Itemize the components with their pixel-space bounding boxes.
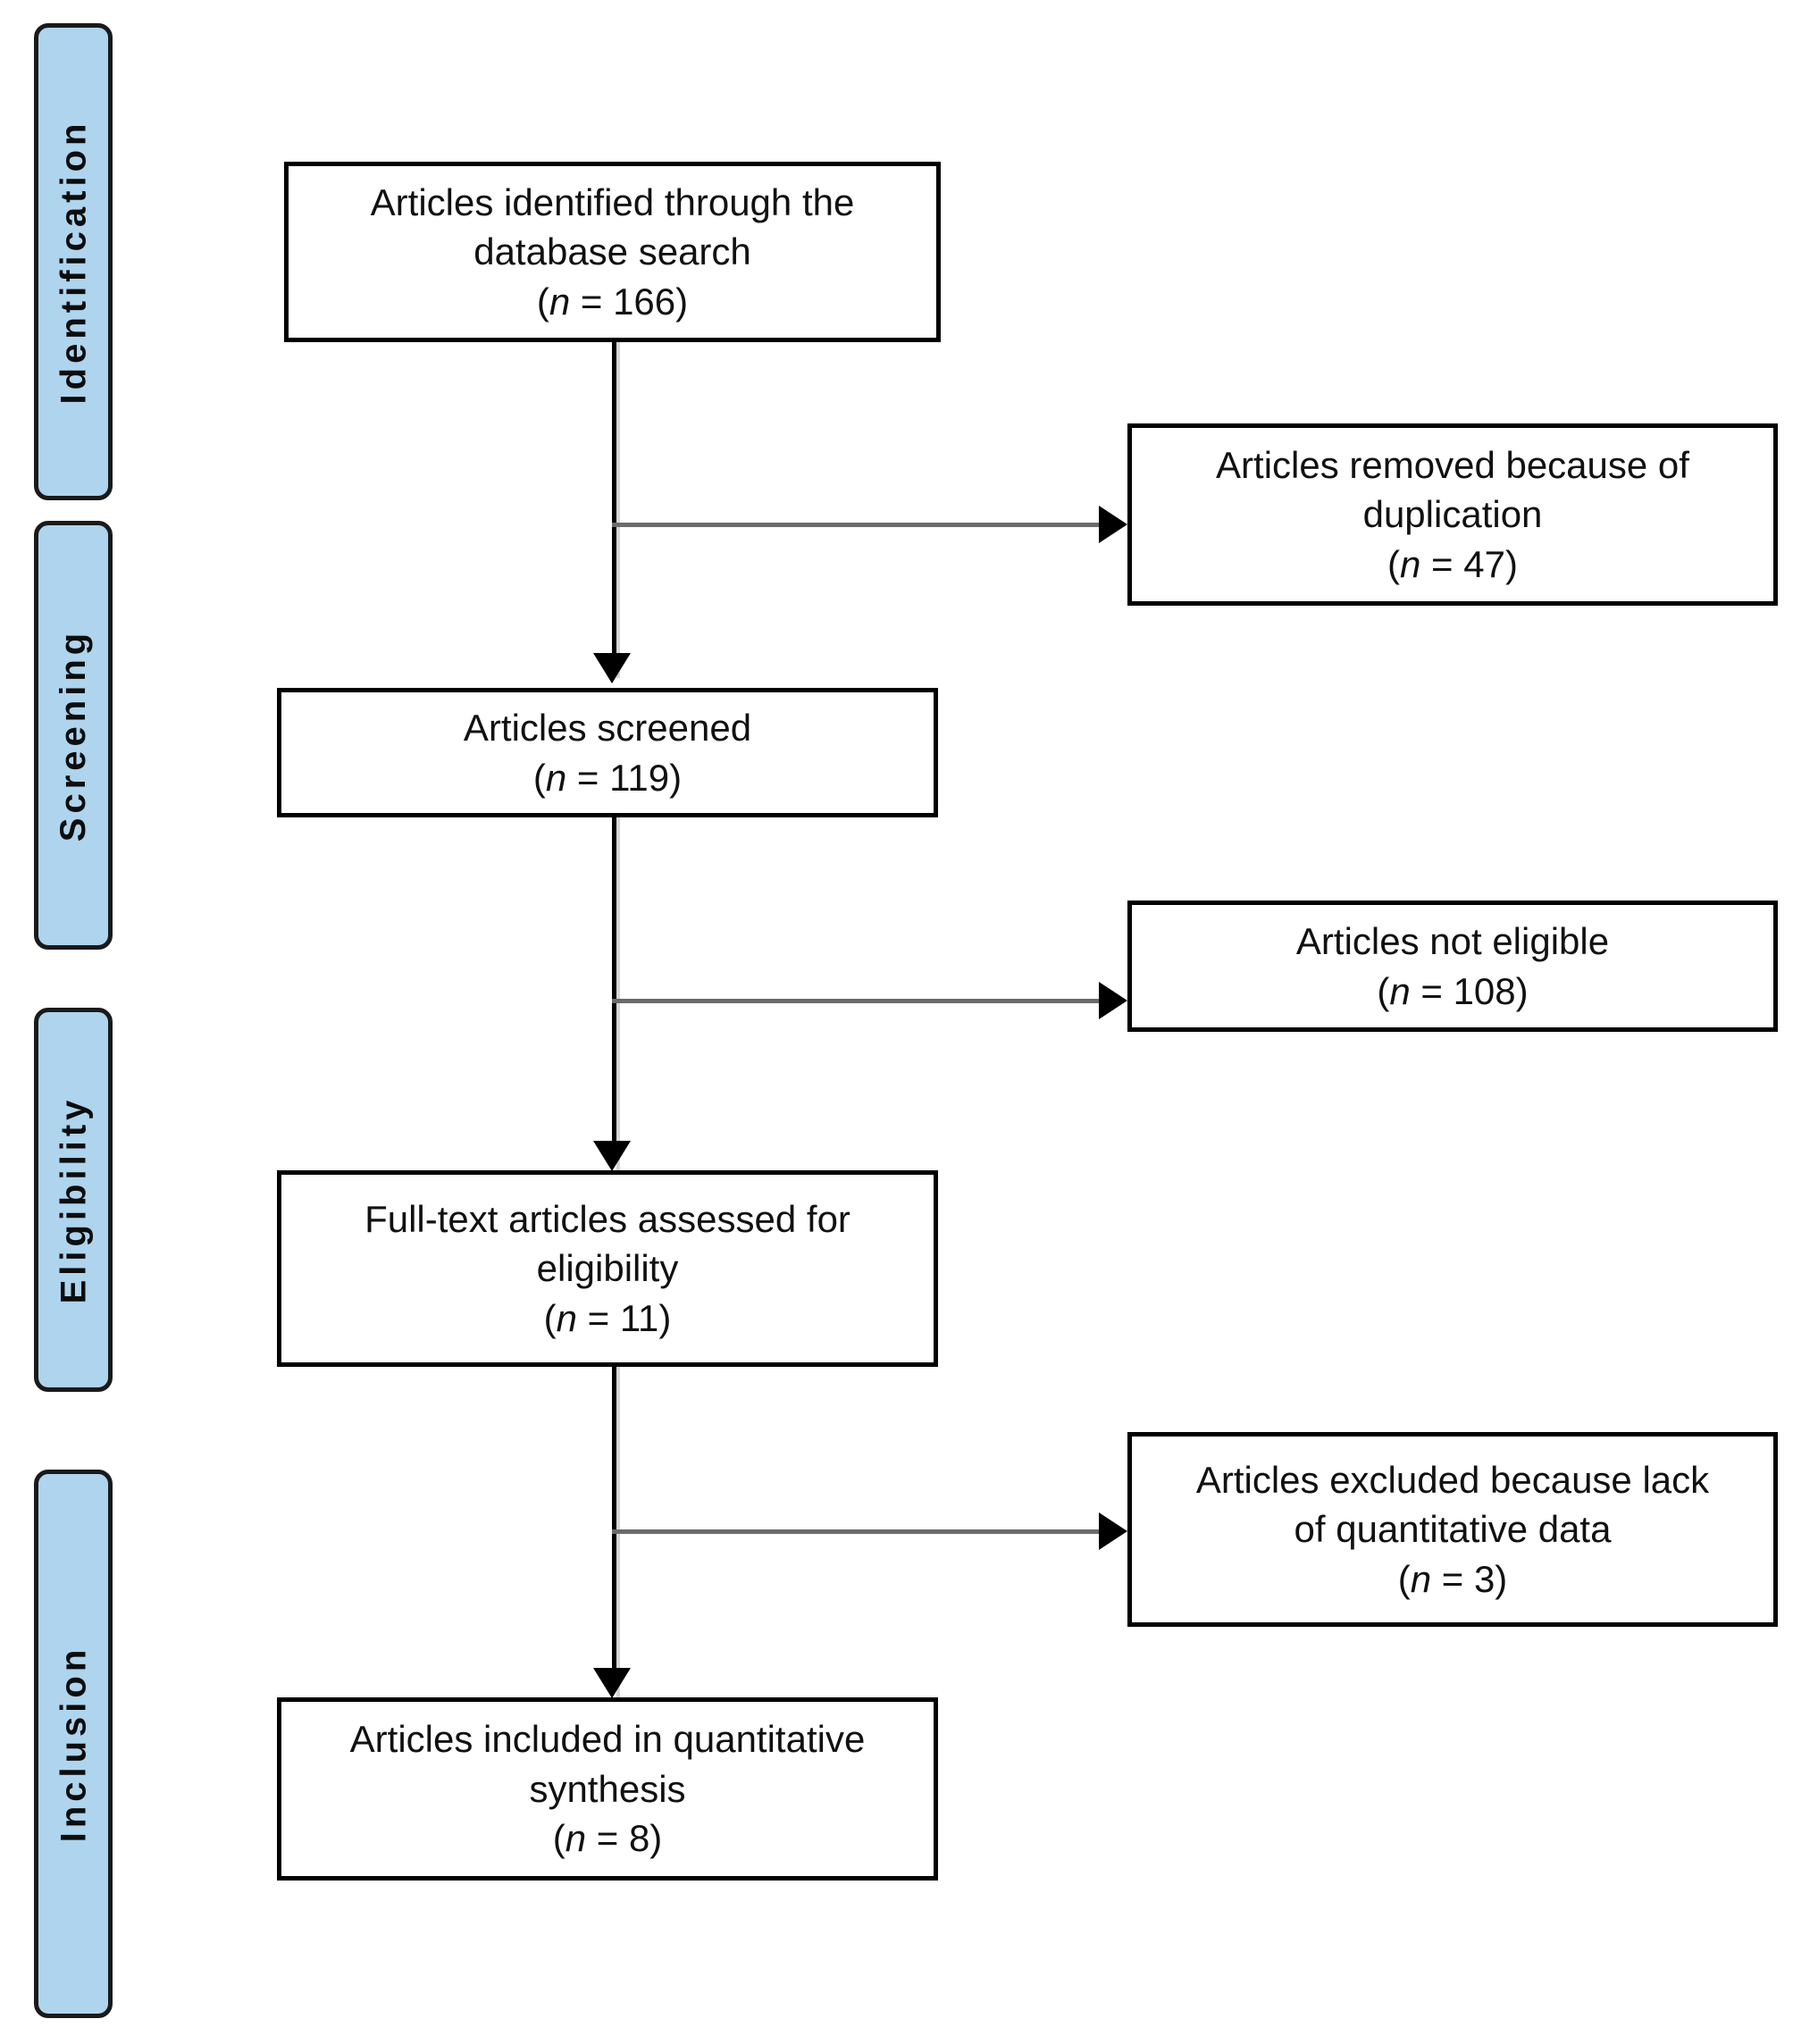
count-open-paren: ( <box>536 280 549 323</box>
box-articles-screened-line-1: Articles screened <box>463 707 752 750</box>
arrowhead-to-included <box>593 1668 631 1698</box>
box-articles-excluded-line-2: of quantitative data <box>1294 1508 1612 1551</box>
arrowhead-to-removed-duplication <box>1099 506 1127 543</box>
count-close-paren: ) <box>669 756 683 799</box>
branch-to-not-eligible <box>612 999 1099 1003</box>
spine-shadow-2 <box>616 817 620 1170</box>
box-articles-excluded-count: (n = 3) <box>1398 1554 1508 1604</box>
arrowhead-to-screened <box>593 653 631 683</box>
box-articles-included: Articles included in quantitative synthe… <box>277 1697 938 1881</box>
arrowhead-to-fulltext <box>593 1141 631 1171</box>
count-open-paren: ( <box>532 756 546 799</box>
count-open-paren: ( <box>543 1296 557 1339</box>
count-close-paren: ) <box>658 1296 672 1339</box>
count-value: 47 <box>1463 542 1505 585</box>
count-equals: = <box>570 280 614 323</box>
count-n-symbol: n <box>565 1817 587 1860</box>
count-equals: = <box>1420 542 1464 585</box>
box-full-text-assessed-count: (n = 11) <box>544 1294 672 1343</box>
stage-identification-label: Identification <box>54 119 94 405</box>
stage-inclusion-label: Inclusion <box>54 1645 94 1843</box>
branch-to-excluded-lack-quantitative <box>612 1529 1099 1534</box>
count-open-paren: ( <box>552 1817 566 1860</box>
box-articles-excluded-lack-quantitative: Articles excluded because lack of quanti… <box>1127 1432 1778 1627</box>
stage-eligibility-label: Eligibility <box>54 1095 94 1304</box>
count-value: 11 <box>619 1296 659 1339</box>
count-equals: = <box>1410 969 1454 1012</box>
count-open-paren: ( <box>1377 969 1390 1012</box>
arrowhead-to-not-eligible <box>1099 982 1127 1019</box>
spine-fulltext-to-included <box>612 1367 616 1668</box>
spine-shadow-1 <box>616 342 620 678</box>
count-value: 166 <box>613 280 676 323</box>
box-articles-not-eligible: Articles not eligible (n = 108) <box>1127 901 1778 1032</box>
stage-screening-label: Screening <box>54 628 93 842</box>
count-open-paren: ( <box>1397 1557 1411 1600</box>
box-removed-duplication: Articles removed because of duplication … <box>1127 423 1778 606</box>
box-articles-included-line-2: synthesis <box>529 1767 686 1810</box>
box-articles-identified-count: (n = 166) <box>537 277 688 326</box>
box-articles-identified-line-2: database search <box>473 230 751 273</box>
box-articles-included-line-1: Articles included in quantitative <box>349 1718 866 1761</box>
box-full-text-assessed: Full-text articles assessed for eligibil… <box>277 1170 938 1367</box>
count-n-symbol: n <box>1389 969 1411 1012</box>
box-articles-excluded-line-1: Articles excluded because lack <box>1195 1458 1710 1501</box>
box-removed-duplication-line-1: Articles removed because of <box>1216 443 1689 486</box>
stage-identification: Identification <box>34 23 113 500</box>
stage-inclusion: Inclusion <box>34 1470 113 2018</box>
count-equals: = <box>586 1817 629 1860</box>
count-close-paren: ) <box>675 280 689 323</box>
box-removed-duplication-line-2: duplication <box>1362 493 1543 536</box>
spine-identified-to-screened <box>612 342 616 653</box>
count-value: 3 <box>1473 1557 1495 1600</box>
count-close-paren: ) <box>1515 969 1529 1012</box>
stage-eligibility: Eligibility <box>34 1008 113 1392</box>
box-full-text-assessed-line-1: Full-text articles assessed for <box>364 1197 850 1240</box>
box-articles-included-count: (n = 8) <box>553 1814 663 1863</box>
box-articles-not-eligible-count: (n = 108) <box>1377 967 1528 1016</box>
box-articles-identified-line-1: Articles identified through the <box>370 180 855 223</box>
count-value: 108 <box>1453 969 1516 1012</box>
stage-screening: Screening <box>34 521 113 950</box>
count-n-symbol: n <box>545 756 567 799</box>
box-articles-screened-count: (n = 119) <box>533 753 682 802</box>
branch-to-removed-duplication <box>612 523 1099 527</box>
box-full-text-assessed-line-2: eligibility <box>536 1247 679 1290</box>
count-equals: = <box>1431 1557 1474 1600</box>
count-n-symbol: n <box>1410 1557 1432 1600</box>
count-equals: = <box>576 1296 620 1339</box>
spine-screened-to-fulltext <box>612 817 616 1141</box>
count-n-symbol: n <box>556 1296 577 1339</box>
count-value: 119 <box>609 756 670 799</box>
count-close-paren: ) <box>649 1817 663 1860</box>
box-articles-screened: Articles screened (n = 119) <box>277 688 938 817</box>
count-n-symbol: n <box>549 280 571 323</box>
arrowhead-to-excluded-lack-quantitative <box>1099 1512 1127 1550</box>
count-open-paren: ( <box>1387 542 1401 585</box>
count-close-paren: ) <box>1504 542 1518 585</box>
count-close-paren: ) <box>1495 1557 1508 1600</box>
box-articles-identified: Articles identified through the database… <box>284 162 941 342</box>
count-equals: = <box>566 756 610 799</box>
count-n-symbol: n <box>1400 542 1421 585</box>
box-removed-duplication-count: (n = 47) <box>1387 540 1518 589</box>
box-articles-not-eligible-line-1: Articles not eligible <box>1295 920 1610 963</box>
count-value: 8 <box>628 1817 650 1860</box>
